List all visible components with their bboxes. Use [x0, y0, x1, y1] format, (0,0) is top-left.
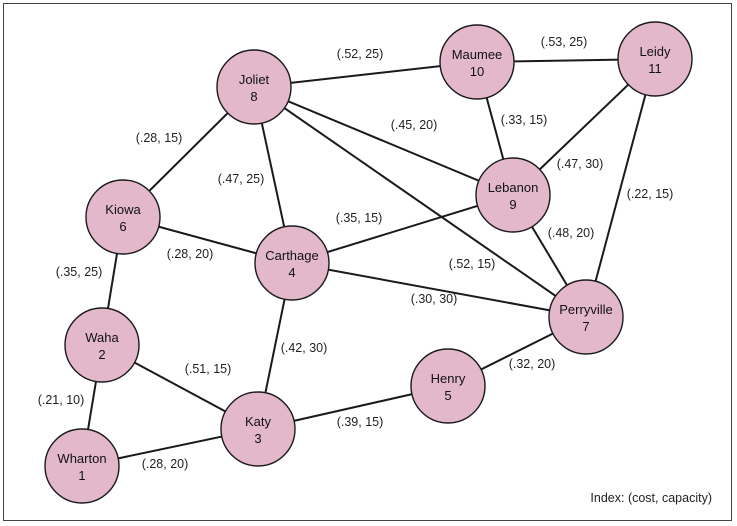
node-circle-wharton — [44, 428, 120, 504]
edge-label-maumee-leidy: (.53, 25) — [541, 35, 588, 49]
node-number-wharton: 1 — [78, 468, 85, 483]
node-name-katy: Katy — [245, 414, 272, 429]
node-name-lebanon: Lebanon — [488, 180, 539, 195]
edge-label-leidy-lebanon: (.47, 30) — [557, 157, 604, 171]
node-circle-maumee — [439, 24, 515, 100]
node-number-joliet: 8 — [250, 89, 257, 104]
node-name-maumee: Maumee — [452, 47, 503, 62]
node-leidy: Leidy 11 — [617, 21, 693, 97]
edge-label-henry-perryville: (.32, 20) — [509, 357, 556, 371]
node-katy: Katy 3 — [220, 391, 296, 467]
node-name-henry: Henry — [431, 371, 466, 386]
edge-joliet-perryville — [253, 86, 587, 318]
node-name-joliet: Joliet — [239, 72, 270, 87]
node-carthage: Carthage 4 — [254, 225, 330, 301]
node-number-katy: 3 — [254, 431, 261, 446]
edge-label-joliet-carthage: (.47, 25) — [218, 172, 265, 186]
edge-label-lebanon-perryville: (.48, 20) — [548, 226, 595, 240]
edge-carthage-perryville — [291, 262, 587, 318]
node-number-maumee: 10 — [470, 64, 484, 79]
diagram-frame — [3, 3, 732, 521]
edge-carthage-lebanon — [291, 194, 514, 264]
node-waha: Waha 2 — [64, 307, 140, 383]
index-label: Index: (cost, capacity) — [590, 491, 712, 505]
edge-label-kiowa-waha: (.35, 25) — [56, 265, 103, 279]
node-number-henry: 5 — [444, 388, 451, 403]
edge-label-joliet-kiowa: (.28, 15) — [136, 131, 183, 145]
node-kiowa: Kiowa 6 — [85, 179, 161, 255]
edge-label-carthage-perryville: (.30, 30) — [411, 292, 458, 306]
edge-joliet-lebanon — [253, 86, 514, 196]
node-henry: Henry 5 — [410, 348, 486, 424]
edge-label-wharton-katy: (.28, 20) — [142, 457, 189, 471]
edge-label-waha-katy: (.51, 15) — [185, 362, 232, 376]
node-number-leidy: 11 — [648, 61, 662, 76]
node-number-carthage: 4 — [288, 265, 295, 280]
node-name-leidy: Leidy — [639, 44, 671, 59]
edge-label-maumee-lebanon: (.33, 15) — [501, 113, 548, 127]
edge-label-katy-henry: (.39, 15) — [337, 415, 384, 429]
node-circle-lebanon — [475, 157, 551, 233]
node-circle-henry — [410, 348, 486, 424]
node-name-perryville: Perryville — [559, 302, 612, 317]
node-circle-waha — [64, 307, 140, 383]
node-circle-katy — [220, 391, 296, 467]
edge-leidy-perryville — [585, 58, 656, 318]
edge-label-joliet-lebanon: (.45, 20) — [391, 118, 438, 132]
node-joliet: Joliet 8 — [216, 49, 292, 125]
node-maumee: Maumee 10 — [439, 24, 515, 100]
edges-layer — [81, 58, 656, 467]
node-name-carthage: Carthage — [265, 248, 318, 263]
node-wharton: Wharton 1 — [44, 428, 120, 504]
node-name-waha: Waha — [85, 330, 119, 345]
node-number-waha: 2 — [98, 347, 105, 362]
edge-label-waha-wharton: (.21, 10) — [38, 393, 85, 407]
edge-labels-layer: (.52, 25) (.53, 25) (.28, 15) (.45, 20) (.33… — [38, 35, 674, 471]
node-number-kiowa: 6 — [119, 219, 126, 234]
node-lebanon: Lebanon 9 — [475, 157, 551, 233]
node-number-perryville: 7 — [582, 319, 589, 334]
edge-label-joliet-perryville: (.52, 15) — [449, 257, 496, 271]
edge-label-carthage-lebanon: (.35, 15) — [336, 211, 383, 225]
edge-label-joliet-maumee: (.52, 25) — [337, 47, 384, 61]
edge-label-carthage-katy: (.42, 30) — [281, 341, 328, 355]
edge-label-leidy-perryville: (.22, 15) — [627, 187, 674, 201]
node-circle-leidy — [617, 21, 693, 97]
node-circle-carthage — [254, 225, 330, 301]
node-name-kiowa: Kiowa — [105, 202, 141, 217]
node-circle-joliet — [216, 49, 292, 125]
node-name-wharton: Wharton — [57, 451, 106, 466]
node-perryville: Perryville 7 — [548, 279, 624, 355]
node-circle-perryville — [548, 279, 624, 355]
node-number-lebanon: 9 — [509, 197, 516, 212]
edge-label-kiowa-carthage: (.28, 20) — [167, 247, 214, 261]
node-circle-kiowa — [85, 179, 161, 255]
